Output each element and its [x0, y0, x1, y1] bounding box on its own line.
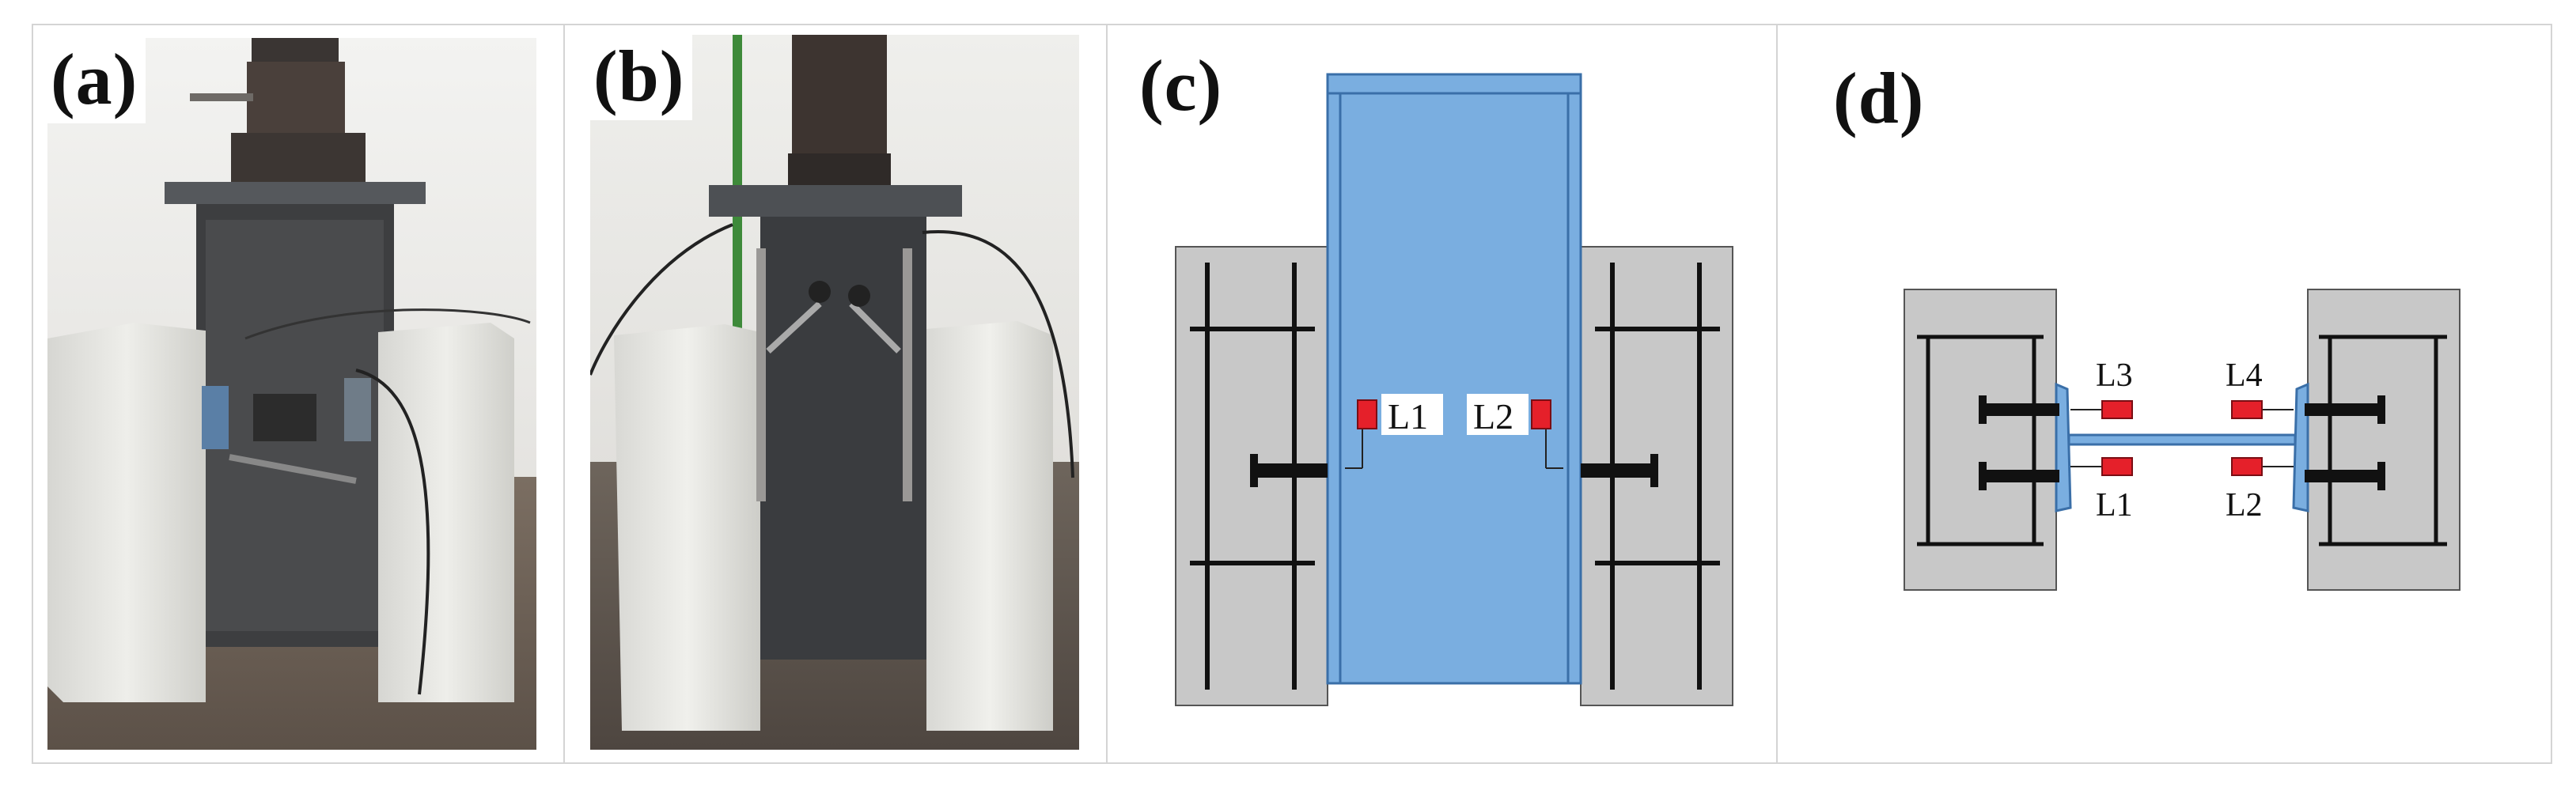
- panel-a-photo: (a): [47, 38, 536, 750]
- test-photo-b: [590, 35, 1079, 750]
- panel-divider-cd: [1776, 24, 1778, 764]
- gauge-label-L3: L3: [2096, 357, 2133, 394]
- panel-label-c: (c): [1139, 45, 1223, 126]
- steel-flange-left: [2055, 382, 2072, 512]
- steel-plate: [1326, 92, 1582, 685]
- strain-gauge-L1: [1357, 399, 1377, 429]
- panel-divider-ab: [563, 24, 565, 764]
- gauge-label-L4: L4: [2226, 357, 2263, 394]
- rebar-cage-right-plan: [2319, 335, 2447, 546]
- schematic-d: L3 L4 L1 L2: [1904, 289, 2460, 591]
- gauge-label-L1: L1: [1388, 396, 1428, 437]
- gauge-label-L2-plan: L2: [2226, 487, 2263, 524]
- steel-flange-right: [2292, 382, 2309, 512]
- rebar-cage-left-plan: [1917, 335, 2044, 546]
- panel-c-schematic: L1 L2 (c): [1108, 25, 1775, 762]
- gauge-label-L2: L2: [1473, 396, 1513, 437]
- schematic-c: L1 L2: [1175, 73, 1733, 706]
- panel-d-schematic: L3 L4 L1 L2 (d): [1778, 25, 2551, 762]
- steel-plate-top-flange: [1326, 73, 1582, 95]
- strain-gauge-L3: [2101, 400, 2133, 419]
- steel-web-plan: [2067, 433, 2297, 446]
- strain-gauge-L2: [1531, 399, 1551, 429]
- panel-label-d: (d): [1833, 58, 1925, 138]
- stud-connector-right: [1581, 454, 1658, 487]
- panel-divider-bc: [1106, 24, 1108, 764]
- strain-gauge-L1-plan: [2101, 457, 2133, 476]
- panel-label-a: (a): [47, 38, 146, 123]
- strain-gauge-L2-plan: [2231, 457, 2263, 476]
- panel-b-photo: (b): [590, 35, 1079, 750]
- stud-connectors-left-plan: [1979, 395, 2059, 490]
- stud-connectors-right-plan: [2305, 395, 2385, 490]
- panel-label-b: (b): [590, 35, 693, 120]
- stud-connector-left: [1250, 454, 1328, 487]
- gauge-label-L1-plan: L1: [2096, 487, 2133, 524]
- strain-gauge-L4: [2231, 400, 2263, 419]
- figure-frame: [32, 24, 2552, 764]
- test-photo-a: [47, 38, 536, 750]
